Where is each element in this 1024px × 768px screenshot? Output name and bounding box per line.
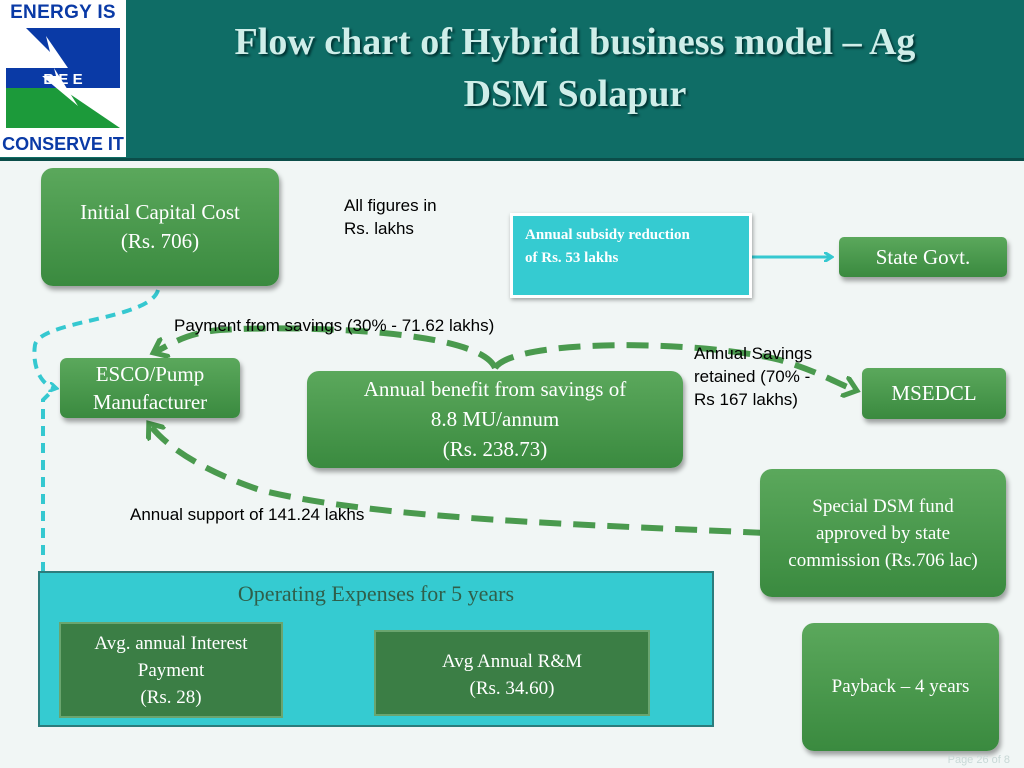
figures-note-line-2: Rs. lakhs xyxy=(344,219,414,238)
annual-support-label: Annual support of 141.24 lakhs xyxy=(130,505,365,524)
payment-from-savings-label: Payment from savings (30% - 71.62 lakhs) xyxy=(174,316,495,335)
retained-line-2: retained (70% - xyxy=(694,367,811,386)
esco-pump-manufacturer-node: ESCO/Pump Manufacturer xyxy=(60,358,240,418)
subsidy-reduction-box: Annual subsidy reduction of Rs. 53 lakhs xyxy=(510,213,752,298)
esco-line-1: ESCO/Pump xyxy=(95,362,205,386)
payback-label: Payback – 4 years xyxy=(831,676,970,697)
initial-capital-cost-node: Initial Capital Cost (Rs. 706) xyxy=(41,168,279,286)
esco-line-2: Manufacturer xyxy=(92,390,208,414)
annual-benefit-line-2: 8.8 MU/annum xyxy=(430,407,560,431)
annual-savings-retained-label: Annual Savings retained (70% - Rs 167 la… xyxy=(694,342,812,411)
state-govt-label: State Govt. xyxy=(875,245,971,269)
interest-line-3: (Rs. 28) xyxy=(140,687,202,708)
rm-line-2: (Rs. 34.60) xyxy=(469,678,555,699)
page-title: Flow chart of Hybrid business model – Ag… xyxy=(140,16,1010,120)
arrow-benefit-to-msedcl xyxy=(492,342,855,390)
annual-benefit-line-3: (Rs. 238.73) xyxy=(442,437,548,461)
lightning-icon: B E E xyxy=(6,28,120,128)
payback-node: Payback – 4 years xyxy=(802,623,999,751)
bee-logo: ENERGY IS LIFE B E E CONSERVE IT xyxy=(0,0,126,157)
title-line-2: DSM Solapur xyxy=(463,73,687,115)
page-footer: Page 26 of 8 xyxy=(947,754,1010,766)
msedcl-label: MSEDCL xyxy=(891,381,977,405)
rm-expense-box: Avg Annual R&M (Rs. 34.60) xyxy=(374,630,650,716)
interest-line-1: Avg. annual Interest xyxy=(94,633,248,654)
arrow-fund-to-esco xyxy=(150,425,766,536)
annual-benefit-line-1: Annual benefit from savings of xyxy=(363,377,627,401)
interest-line-2: Payment xyxy=(137,660,205,681)
special-dsm-fund-node: Special DSM fund approved by state commi… xyxy=(760,469,1006,597)
initial-capital-line-2: (Rs. 706) xyxy=(120,229,200,253)
figures-note-line-1: All figures in xyxy=(344,196,437,215)
title-line-1: Flow chart of Hybrid business model – Ag xyxy=(234,21,916,63)
msedcl-node: MSEDCL xyxy=(862,368,1006,419)
state-govt-node: State Govt. xyxy=(839,237,1007,277)
special-fund-line-3: commission (Rs.706 lac) xyxy=(788,550,978,571)
logo-bottom-text: CONSERVE IT xyxy=(2,134,124,154)
rm-line-1: Avg Annual R&M xyxy=(441,651,583,672)
interest-payment-box: Avg. annual Interest Payment (Rs. 28) xyxy=(59,622,283,718)
annual-benefit-node: Annual benefit from savings of 8.8 MU/an… xyxy=(307,371,683,468)
subsidy-line-1: Annual subsidy reduction xyxy=(525,227,690,243)
special-fund-line-2: approved by state xyxy=(815,523,950,544)
retained-line-1: Annual Savings xyxy=(694,344,813,363)
logo-mid-text: B E E xyxy=(43,71,82,88)
arrow-opex-to-esco xyxy=(41,386,57,572)
header-banner xyxy=(0,0,1024,161)
retained-line-3: Rs 167 lakhs) xyxy=(694,390,798,409)
initial-capital-line-1: Initial Capital Cost xyxy=(80,200,240,224)
subsidy-line-2: of Rs. 53 lakhs xyxy=(525,250,619,266)
arrow-capital-to-esco xyxy=(32,289,160,388)
operating-expenses-title: Operating Expenses for 5 years xyxy=(237,581,515,606)
figures-note: All figures in Rs. lakhs xyxy=(344,194,437,240)
arrow-benefit-to-esco xyxy=(155,325,498,370)
special-fund-line-1: Special DSM fund xyxy=(812,496,954,517)
